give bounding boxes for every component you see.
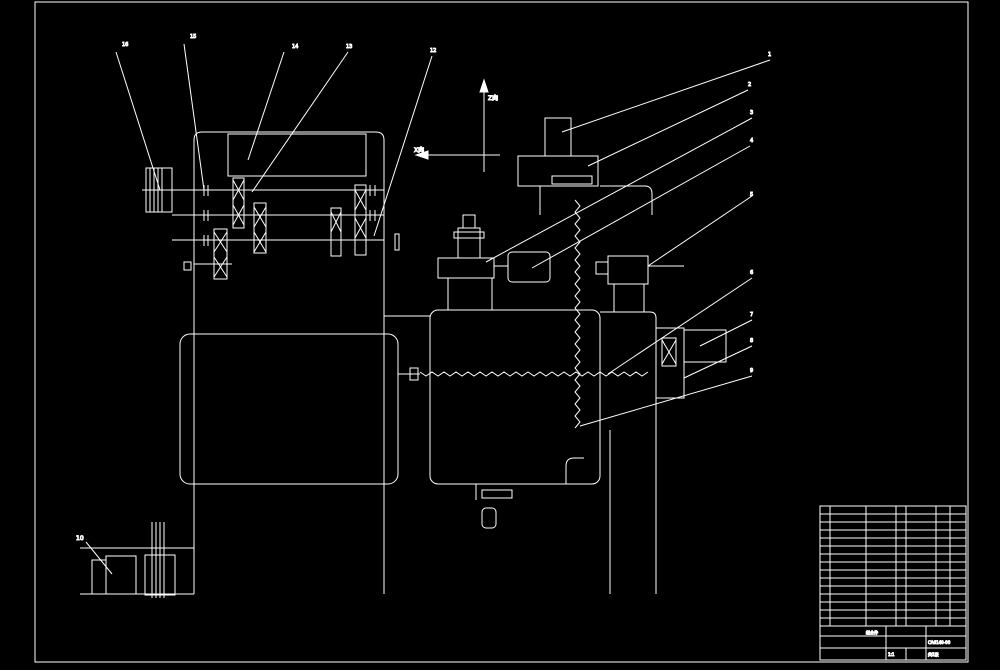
- callout-7: 7: [750, 312, 753, 318]
- pulley-left: [142, 167, 194, 213]
- callout-10: 10: [76, 535, 84, 542]
- callout-2: 2: [748, 82, 751, 88]
- callout-15: 15: [190, 34, 196, 40]
- callout-5: 5: [750, 192, 753, 198]
- callout-9: 9: [750, 368, 753, 374]
- callout-16: 16: [122, 42, 128, 48]
- callout-6: 6: [750, 270, 753, 276]
- top-feed-unit: [517, 117, 653, 215]
- axis-arrows: [414, 78, 500, 172]
- carriage-body: [429, 309, 601, 485]
- callout-3: 3: [750, 110, 753, 116]
- title-drawing-number: CA6140-00: [928, 640, 951, 645]
- motor-right: [655, 327, 727, 399]
- arrow-label-up: Z向: [488, 94, 498, 102]
- callout-14: 14: [292, 44, 298, 50]
- callout-8: 8: [750, 338, 753, 344]
- title-block: [819, 505, 967, 661]
- lead-screw: [419, 371, 649, 377]
- callout-4: 4: [750, 138, 753, 144]
- gearbox-lower: [179, 333, 399, 485]
- drain-valve: [475, 484, 513, 529]
- title-scale: 1:1: [888, 652, 895, 657]
- headstock-housing: [193, 131, 385, 594]
- leader-lines: [85, 43, 771, 575]
- headstock-gears: [183, 177, 400, 280]
- callout-1: 1: [768, 52, 771, 58]
- motor-bottom-left: [80, 522, 194, 598]
- arrow-label-left: X向: [414, 146, 424, 154]
- vertical-rack: [574, 199, 581, 429]
- callout-13: 13: [346, 44, 352, 50]
- tool-holder-right: [595, 255, 684, 313]
- apron-outline: [600, 311, 657, 594]
- drawing-frame: [34, 1, 969, 663]
- headstock-cover: [227, 133, 367, 177]
- tool-post: [437, 214, 551, 311]
- pipe-return: [565, 457, 584, 484]
- gear-shafts: [172, 189, 384, 265]
- coupling-block: [409, 367, 419, 381]
- title-material: 组合件: [866, 629, 878, 635]
- title-sheet: 共1张: [928, 651, 939, 657]
- callout-12: 12: [430, 48, 436, 54]
